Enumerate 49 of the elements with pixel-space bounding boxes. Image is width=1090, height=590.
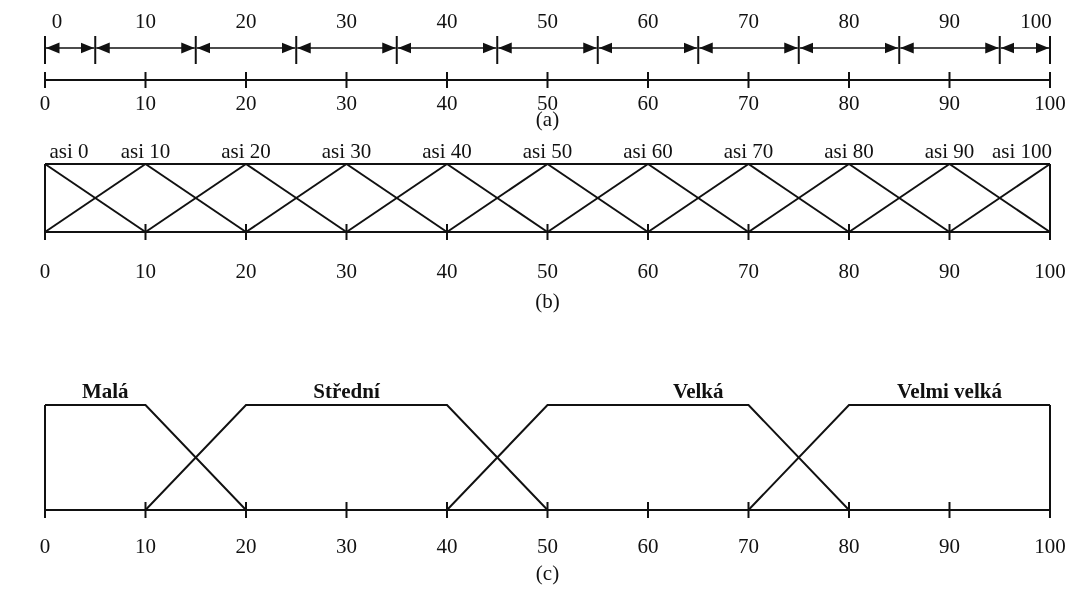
axis-tick-label: 30 bbox=[336, 92, 357, 114]
axis-tick-label: 100 bbox=[1034, 260, 1066, 282]
interval-label: 90 bbox=[939, 10, 960, 32]
axis-tick-label: 90 bbox=[939, 92, 960, 114]
interval-label: 40 bbox=[436, 10, 458, 32]
fuzzy-set-label: Malá bbox=[81, 380, 129, 402]
axis-tick-label: 30 bbox=[336, 260, 357, 282]
axis-tick-label: 0 bbox=[39, 260, 51, 282]
panel-label: (c) bbox=[535, 562, 560, 584]
interval-label: 50 bbox=[537, 10, 558, 32]
axis-tick-label: 0 bbox=[39, 535, 51, 557]
axis-tick-label: 70 bbox=[738, 260, 759, 282]
axis-tick-label: 40 bbox=[436, 260, 458, 282]
axis-tick-label: 10 bbox=[135, 92, 156, 114]
axis-tick-label: 20 bbox=[235, 260, 257, 282]
axis-tick-label: 10 bbox=[135, 535, 156, 557]
axis-tick-label: 80 bbox=[838, 260, 860, 282]
axis-tick-label: 30 bbox=[336, 535, 357, 557]
axis-tick-label: 80 bbox=[838, 92, 860, 114]
interval-label: 100 bbox=[1020, 10, 1052, 32]
interval-label: 80 bbox=[838, 10, 860, 32]
axis-tick-label: 100 bbox=[1034, 535, 1066, 557]
interval-label: 0 bbox=[51, 10, 63, 32]
axis-tick-label: 60 bbox=[637, 535, 659, 557]
fuzzy-set-label: Velká bbox=[672, 380, 724, 402]
fuzzy-set-label: Velmi velká bbox=[897, 380, 1002, 402]
axis-tick-label: 40 bbox=[436, 92, 458, 114]
axis-tick-label: 40 bbox=[436, 535, 458, 557]
axis-tick-label: 70 bbox=[738, 92, 759, 114]
fuzzy-set-label: Střední bbox=[313, 380, 380, 402]
interval-label: 70 bbox=[738, 10, 759, 32]
axis-tick-label: 60 bbox=[637, 260, 659, 282]
axis-tick-label: 50 bbox=[537, 535, 558, 557]
axis-tick-label: 100 bbox=[1034, 92, 1066, 114]
axis-tick-label: 50 bbox=[537, 260, 558, 282]
interval-label: 60 bbox=[637, 10, 659, 32]
axis-tick-label: 60 bbox=[637, 92, 659, 114]
axis-tick-label: 0 bbox=[39, 92, 51, 114]
axis-tick-label: 70 bbox=[738, 535, 759, 557]
interval-label: 30 bbox=[336, 10, 357, 32]
axis-tick-label: 90 bbox=[939, 535, 960, 557]
interval-label: 10 bbox=[135, 10, 156, 32]
axis-tick-label: 80 bbox=[838, 535, 860, 557]
axis-tick-label: 20 bbox=[235, 535, 257, 557]
axis-tick-label: 10 bbox=[135, 260, 156, 282]
axis-tick-label: 20 bbox=[235, 92, 257, 114]
panel-label: (b) bbox=[535, 290, 560, 312]
axis-tick-label: 90 bbox=[939, 260, 960, 282]
interval-label: 20 bbox=[235, 10, 257, 32]
